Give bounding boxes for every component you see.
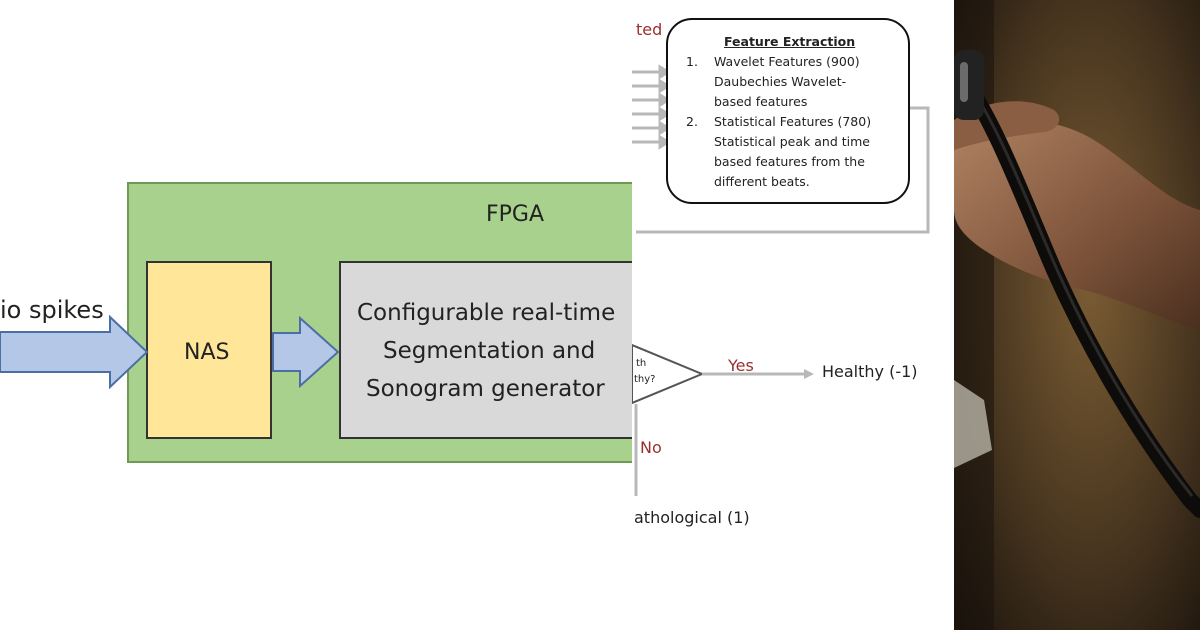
decision-text-2: thy? xyxy=(634,374,656,385)
stethoscope-head-shine xyxy=(960,62,968,102)
nas-to-generator-arrow xyxy=(272,315,340,389)
feature-extraction-box: Feature Extraction 1. Wavelet Features (… xyxy=(666,18,910,204)
yes-label: Yes xyxy=(728,356,754,375)
item-2-line-4: different beats. xyxy=(714,174,810,189)
item-2-line-3: based features from the xyxy=(714,154,865,169)
yes-arrow-head xyxy=(804,369,814,379)
feedback-line xyxy=(636,106,930,234)
generator-box xyxy=(339,261,632,439)
fpga-diagram-svg xyxy=(0,182,632,463)
nas-box xyxy=(146,261,272,439)
stethoscope-tube-highlight xyxy=(966,83,1194,497)
item-1-line-1: Wavelet Features (900) xyxy=(714,54,860,69)
feature-extraction-title: Feature Extraction xyxy=(724,34,856,49)
item-1-line-3: based features xyxy=(714,94,808,109)
top-cut-text: ted xyxy=(636,20,663,39)
generator-line-1: Configurable real-time xyxy=(357,300,616,326)
item-1-line-2: Daubechies Wavelet- xyxy=(714,74,847,89)
device-edge xyxy=(954,380,992,468)
item-2-number: 2. xyxy=(686,114,698,129)
healthy-label: Healthy (-1) xyxy=(822,362,918,381)
decision-text-1: th xyxy=(636,358,647,369)
no-label: No xyxy=(640,438,662,457)
stethoscope-photo-svg xyxy=(954,0,1200,630)
input-feature-arrows xyxy=(632,64,671,150)
stethoscope-photo xyxy=(954,0,1200,630)
stethoscope-head xyxy=(954,50,984,120)
input-arrow xyxy=(0,314,149,390)
nas-label: NAS xyxy=(184,340,230,365)
stethoscope-tube xyxy=(956,72,1200,518)
pathological-label: athological (1) xyxy=(634,508,750,527)
item-2-line-2: Statistical peak and time xyxy=(714,134,870,149)
fpga-diagram-panel: io spikes FPGA NAS Configurable real-tim… xyxy=(0,182,632,463)
item-1-number: 1. xyxy=(686,54,698,69)
decision-diamond xyxy=(632,343,705,405)
input-label: io spikes xyxy=(0,296,104,324)
item-2-line-1: Statistical Features (780) xyxy=(714,114,872,129)
fpga-label: FPGA xyxy=(486,202,545,227)
generator-line-3: Sonogram generator xyxy=(366,376,605,402)
flowchart-svg xyxy=(632,64,930,496)
generator-line-2: Segmentation and xyxy=(383,338,596,364)
